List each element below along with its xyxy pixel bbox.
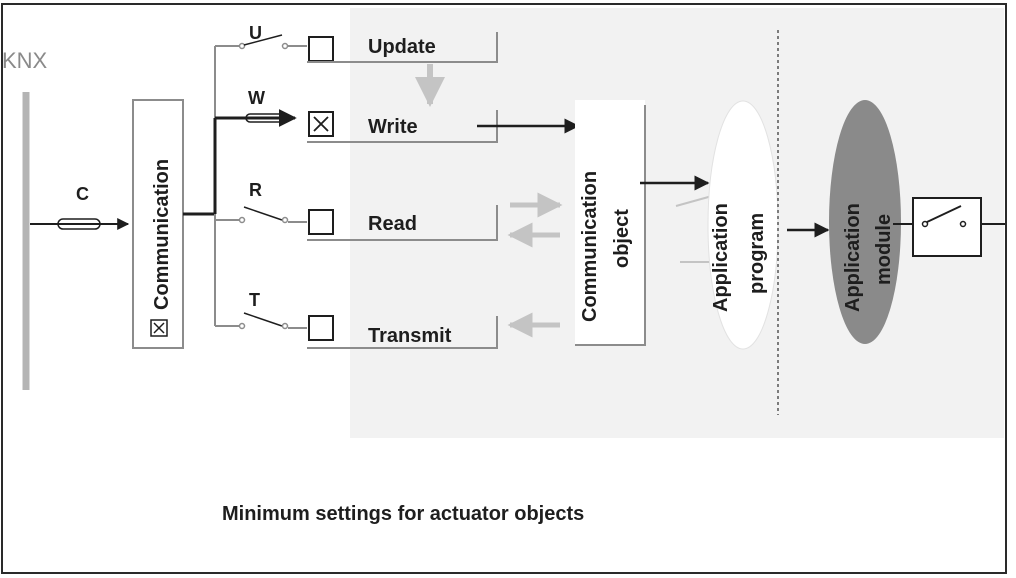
update-switch-contact-end [281,42,289,50]
flag-read: R Read [215,180,563,248]
read-checkbox [308,209,334,235]
read-row-border [307,205,498,241]
relay-contact-left [921,220,929,228]
write-check-mark [313,116,329,132]
application-program-label-2: program [746,213,768,294]
update-switch-contact [238,42,246,50]
relay-contact-right [959,220,967,228]
read-switch-contact [238,216,246,224]
read-switch-lever [243,206,283,221]
flag-update: U Update [215,23,498,63]
communication-block [132,99,184,349]
communication-object-block [575,100,645,345]
diagram-frame [1,3,1007,574]
communication-object-label-2: object [611,209,633,268]
communication-object-label-1: Communication [579,171,601,322]
write-switch-closed [245,113,287,123]
update-flag-letter: U [249,23,262,43]
flag-write: W Write [215,88,580,143]
update-switch-lever [243,34,283,46]
bus-label: KNX [2,48,48,73]
program-to-object-faded [675,195,713,207]
output-relay-box [912,197,982,257]
application-program-label-1: Application [710,203,732,312]
read-flag-letter: R [249,180,262,200]
read-switch-contact-end [281,216,289,224]
write-flag-letter: W [248,88,265,108]
relay-lever [926,205,962,223]
diagram-caption: Minimum settings for actuator objects [222,503,584,525]
transmit-switch-contact [238,322,246,330]
transmit-row-border [307,316,498,349]
read-label: Read [368,213,417,235]
update-checkbox [308,36,334,62]
flag-transmit: T Transmit [215,290,560,349]
update-label: Update [368,36,436,58]
write-label: Write [368,116,418,138]
transmit-checkbox [308,315,334,341]
transmit-switch-lever [243,312,283,327]
application-module-label-1: Application [842,203,864,312]
application-module-ellipse [829,100,901,344]
communication-label: Communication [151,159,173,310]
write-row-border [307,110,498,143]
transmit-flag-letter: T [249,290,260,310]
bus-signal-label: C [76,184,89,204]
communication-object-border [575,105,646,346]
communication-check-mark [153,322,165,334]
update-row-border [307,32,498,63]
application-module-label-2: module [873,214,895,285]
transmit-label: Transmit [368,325,452,347]
c-contact [57,218,101,230]
transmit-switch-contact-end [281,322,289,330]
